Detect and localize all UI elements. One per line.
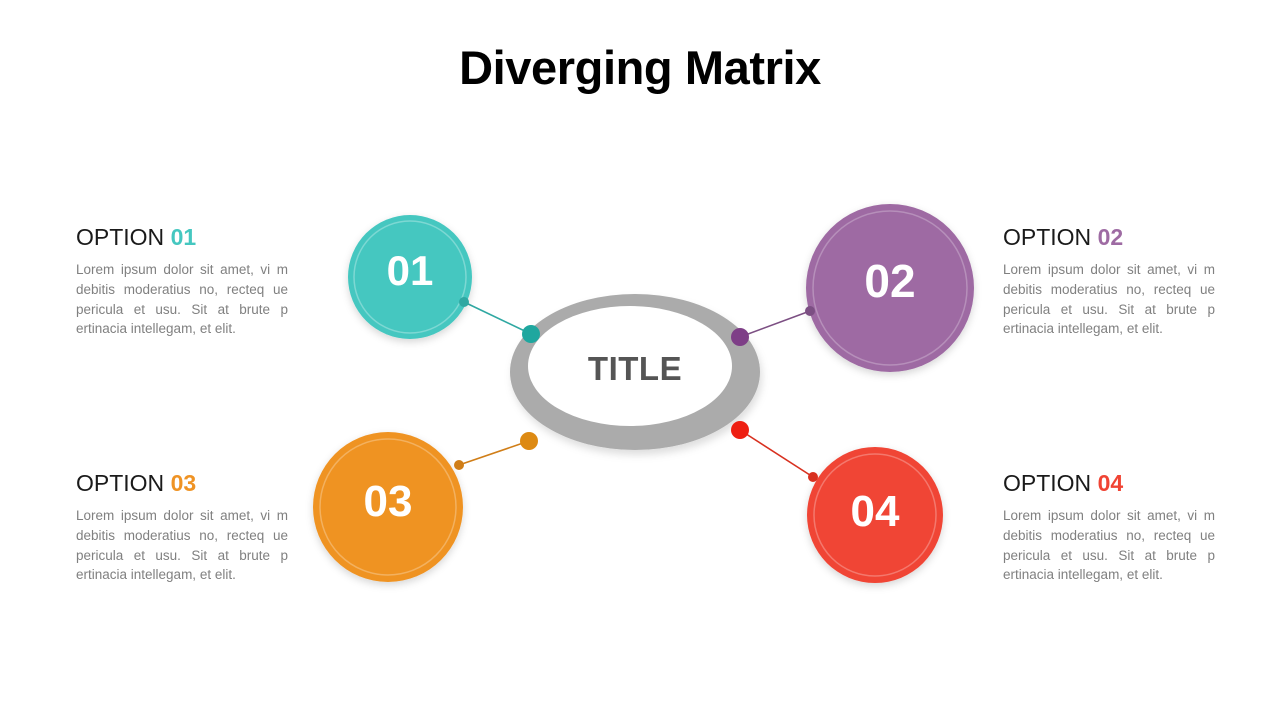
page-title: Diverging Matrix <box>459 41 821 94</box>
connector-line-03 <box>458 440 530 466</box>
option-heading-prefix-01: OPTION <box>76 224 165 250</box>
option-heading-prefix-04: OPTION <box>1003 470 1092 496</box>
option-heading-number-01: 01 <box>170 224 197 250</box>
node-circle-04-fill[interactable] <box>807 447 943 583</box>
connector-line-04 <box>739 429 814 478</box>
option-block-04: OPTION 04 Lorem ipsum dolor sit amet, vi… <box>1003 470 1215 585</box>
option-body-01: Lorem ipsum dolor sit amet, vi m debitis… <box>76 262 288 337</box>
node-circle-01-fill[interactable] <box>348 215 472 339</box>
option-heading-03: OPTION 03 <box>76 470 288 496</box>
option-body-02: Lorem ipsum dolor sit amet, vi m debitis… <box>1003 262 1215 337</box>
option-block-03: OPTION 03 Lorem ipsum dolor sit amet, vi… <box>76 470 288 585</box>
center-title-label: TITLE <box>587 350 683 387</box>
option-heading-04: OPTION 04 <box>1003 470 1215 496</box>
option-heading-01: OPTION 01 <box>76 224 288 250</box>
option-heading-prefix-03: OPTION <box>76 470 165 496</box>
option-heading-number-02: 02 <box>1097 224 1124 250</box>
option-block-01: OPTION 01 Lorem ipsum dolor sit amet, vi… <box>76 224 288 339</box>
node-number-03: 03 <box>363 477 413 526</box>
connector-line-02 <box>739 310 811 338</box>
node-number-02: 02 <box>864 255 916 307</box>
node-circle-02-fill[interactable] <box>806 204 974 372</box>
option-body-04: Lorem ipsum dolor sit amet, vi m debitis… <box>1003 508 1215 583</box>
option-block-02: OPTION 02 Lorem ipsum dolor sit amet, vi… <box>1003 224 1215 339</box>
option-heading-number-03: 03 <box>170 470 197 496</box>
option-heading-number-04: 04 <box>1097 470 1124 496</box>
node-number-01: 01 <box>386 247 434 294</box>
node-circle-03-fill[interactable] <box>313 432 463 582</box>
connector-line-01 <box>463 301 532 335</box>
node-number-04: 04 <box>850 487 900 536</box>
option-heading-prefix-02: OPTION <box>1003 224 1092 250</box>
option-heading-02: OPTION 02 <box>1003 224 1215 250</box>
option-body-03: Lorem ipsum dolor sit amet, vi m debitis… <box>76 508 288 583</box>
